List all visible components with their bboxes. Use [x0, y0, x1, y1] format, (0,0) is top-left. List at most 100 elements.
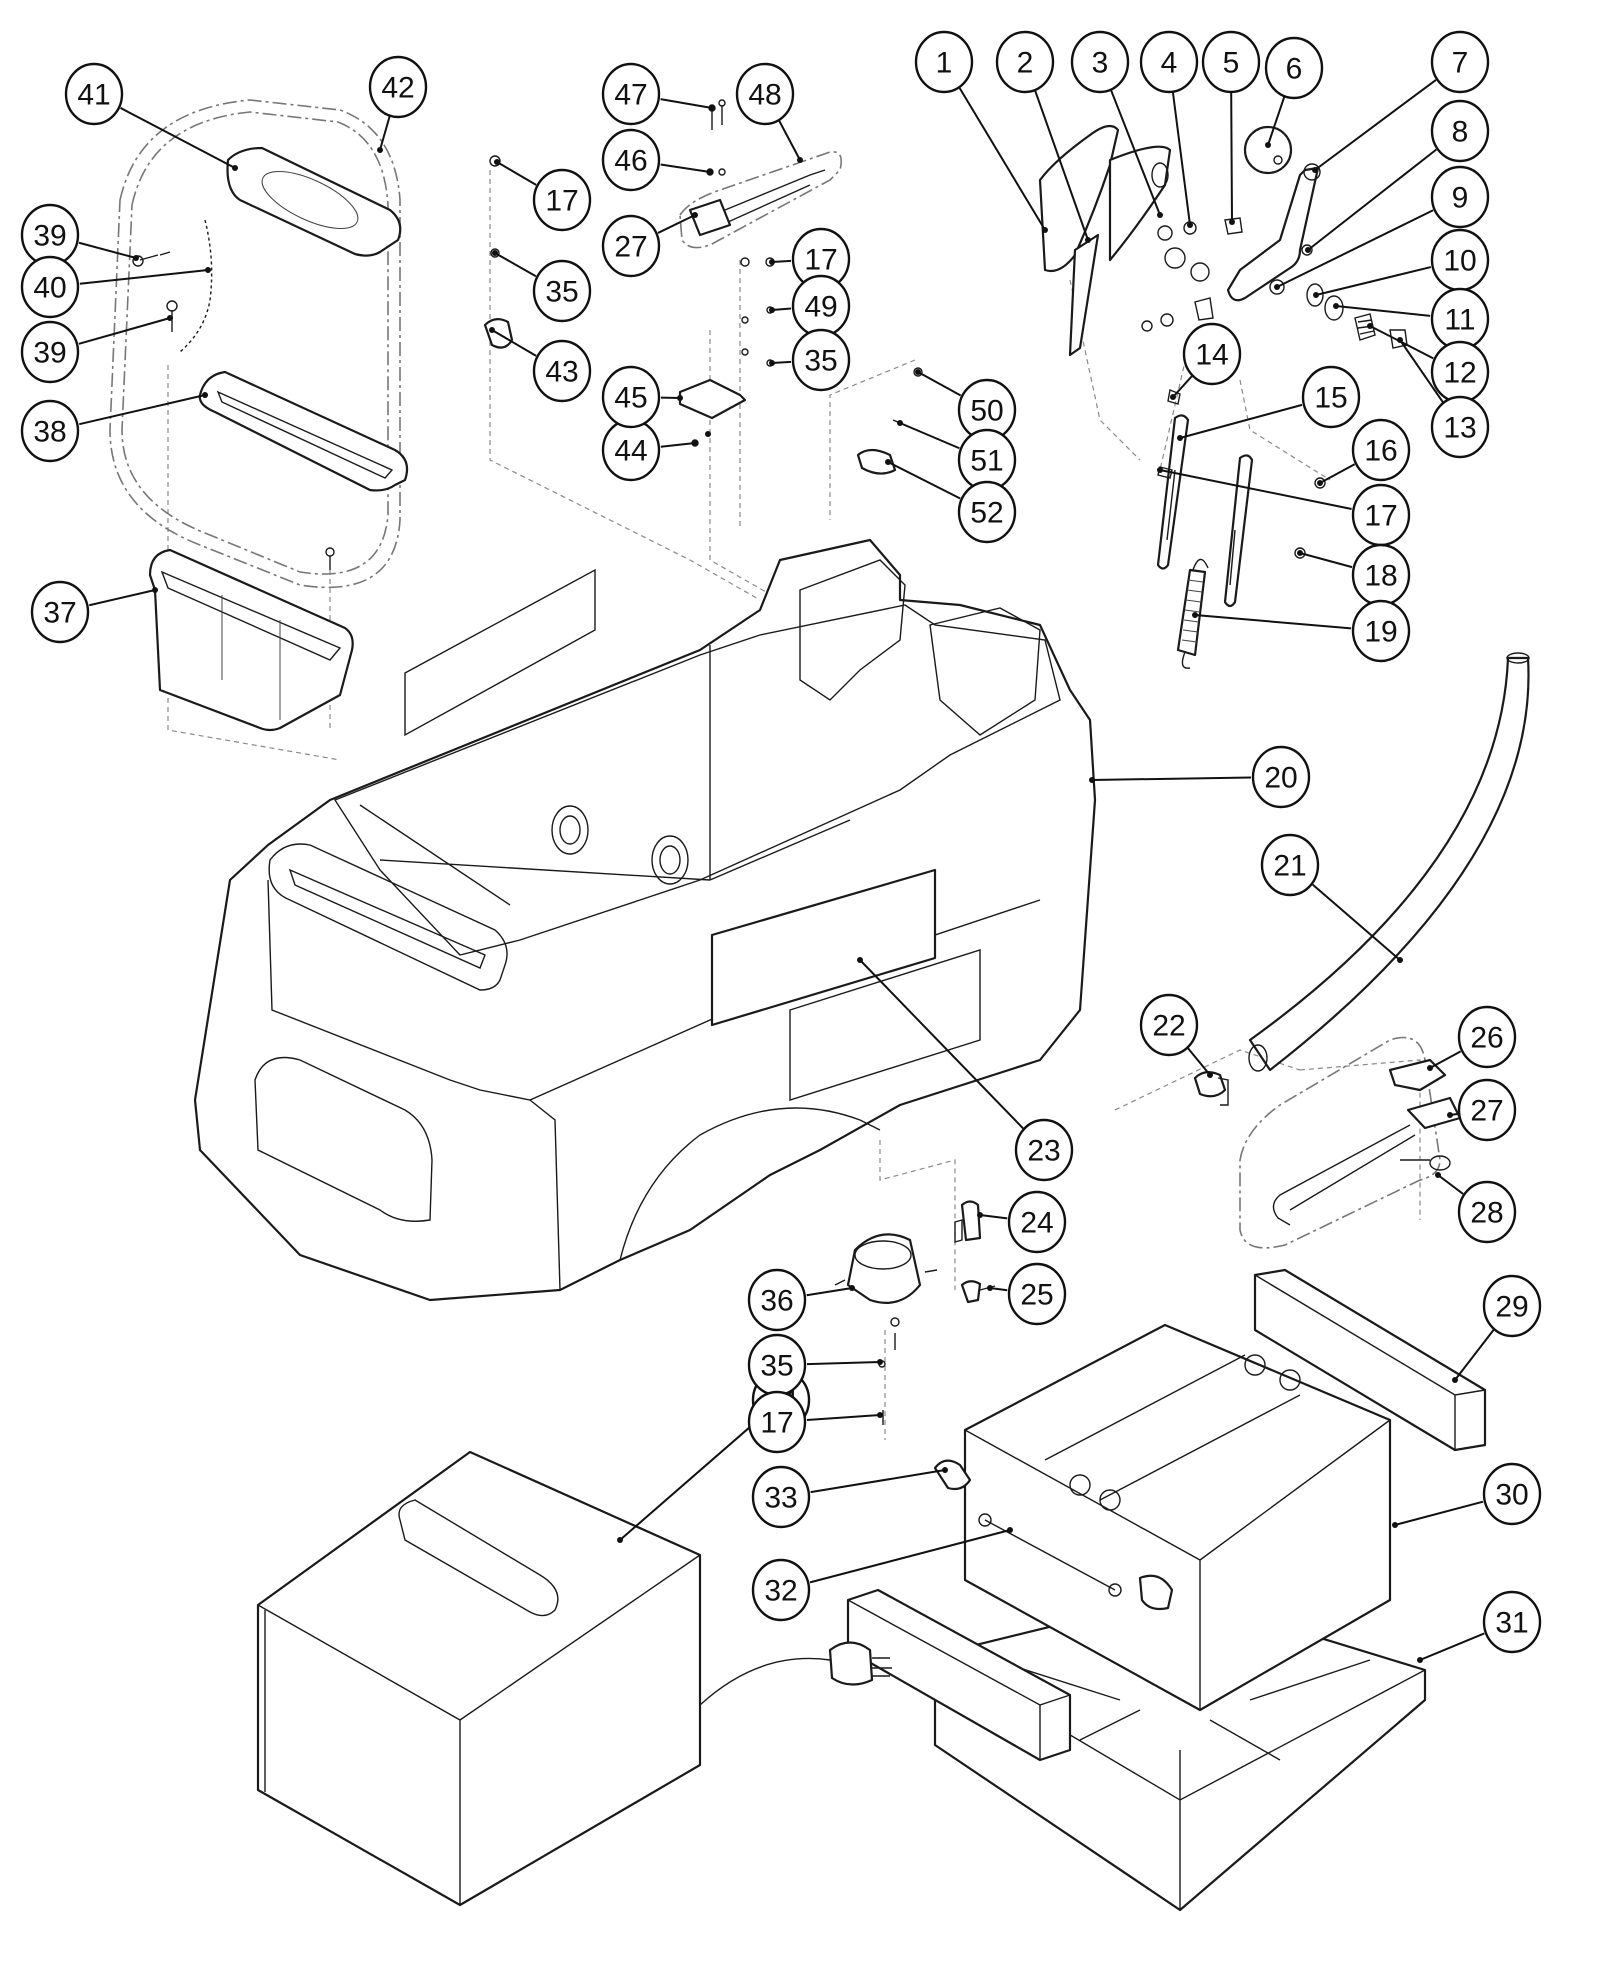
- callout-leader-line: [660, 98, 713, 109]
- callout-target-dot: [692, 212, 698, 218]
- callout-bubble: [601, 62, 661, 126]
- callout-leader-line: [1267, 96, 1286, 146]
- bolt-part: [711, 105, 723, 130]
- callout-bubble: [735, 62, 795, 126]
- callout-target-dot: [1447, 1112, 1453, 1118]
- callout-leader-line: [1437, 1174, 1464, 1195]
- callout-c50: 50: [915, 369, 1017, 442]
- elbow-fitting-part: [960, 1280, 982, 1304]
- callout-c19: 19: [1192, 599, 1411, 663]
- callout-target-dot: [677, 395, 683, 401]
- callout-number: 35: [545, 276, 578, 309]
- callout-bubble: [368, 55, 428, 119]
- battery-part: [963, 1323, 1392, 1712]
- callout-bubble: [1007, 1190, 1067, 1254]
- callout-leader-line: [1429, 1050, 1462, 1069]
- callout-target-dot: [1312, 167, 1318, 173]
- callout-target-dot: [232, 165, 238, 171]
- callout-c31: 31: [1417, 1590, 1542, 1663]
- callout-leader-line: [917, 371, 962, 397]
- callout-c46: 46: [601, 128, 713, 192]
- callout-c39b: 39: [20, 315, 173, 384]
- wire-harness-assembly: [1239, 1036, 1462, 1249]
- callout-leader-line: [1230, 91, 1233, 223]
- pump-assembly: [834, 1200, 996, 1425]
- callout-target-dot: [1187, 222, 1193, 228]
- callout-c35b: 35: [492, 250, 592, 323]
- callout-c24: 24: [977, 1190, 1067, 1254]
- callout-c15: 15: [1177, 365, 1361, 441]
- callout-target-dot: [942, 1467, 948, 1473]
- callout-leader-line: [1034, 89, 1089, 241]
- callout-leader-line: [1419, 1632, 1485, 1661]
- callout-target-dot: [769, 307, 775, 313]
- callout-number: 24: [1020, 1207, 1053, 1240]
- callout-bubble: [1430, 395, 1490, 459]
- callout-number: 17: [545, 185, 578, 218]
- callout-c35a: 35: [747, 1333, 883, 1397]
- callout-target-dot: [377, 147, 383, 153]
- callout-leader-line: [1307, 148, 1437, 251]
- callout-leader-line: [89, 589, 156, 607]
- callout-bubble: [1351, 599, 1411, 663]
- callout-leader-line: [771, 307, 792, 311]
- callout-target-dot: [797, 157, 803, 163]
- callout-leader-line: [1171, 91, 1191, 226]
- callout-target-dot: [857, 957, 863, 963]
- callout-leader-line: [1194, 614, 1352, 630]
- callout-number: 29: [1495, 1291, 1528, 1324]
- callout-target-dot: [1007, 1527, 1013, 1533]
- charger-part: [256, 1450, 702, 1907]
- callout-bubble: [791, 328, 851, 392]
- callout-c32: 32: [751, 1527, 1013, 1622]
- callout-leader-line: [1454, 1329, 1495, 1381]
- callout-bubble: [995, 30, 1055, 94]
- callout-c4: 4: [1139, 30, 1199, 228]
- callout-leader-line: [899, 422, 960, 450]
- callout-leader-line: [1319, 463, 1356, 484]
- callout-leader-line: [809, 1529, 1011, 1584]
- callout-leader-line: [979, 1214, 1008, 1220]
- callout-c22: 22: [1139, 993, 1213, 1078]
- callout-leader-line: [496, 161, 537, 186]
- gasket-ring-part: [198, 370, 409, 492]
- callout-number: 41: [77, 79, 110, 112]
- callout-number: 1: [936, 47, 953, 80]
- connector-part: [688, 198, 732, 237]
- callout-bubble: [532, 339, 592, 403]
- callout-target-dot: [987, 1285, 993, 1291]
- callout-target-dot: [885, 459, 891, 465]
- callout-bubble: [1457, 1078, 1517, 1142]
- callout-number: 11: [1444, 304, 1475, 337]
- callout-target-dot: [1313, 292, 1319, 298]
- callout-number: 50: [970, 395, 1003, 428]
- callout-c35c: 35: [769, 328, 851, 392]
- callout-number: 20: [1264, 762, 1297, 795]
- callout-target-dot: [1297, 550, 1303, 556]
- callout-target-dot: [152, 587, 158, 593]
- callout-bubble: [1182, 322, 1242, 386]
- spacer-block-part: [1253, 1268, 1487, 1452]
- callout-number: 23: [1027, 1135, 1060, 1168]
- callout-c49: 49: [769, 274, 851, 338]
- callout-number: 17: [1364, 500, 1397, 533]
- callout-bubble: [1457, 1180, 1517, 1244]
- callout-number: 31: [1495, 1607, 1528, 1640]
- callout-bubble: [1482, 1462, 1542, 1526]
- callout-bubble: [1139, 30, 1199, 94]
- callout-number: 47: [614, 79, 647, 112]
- callout-bubble: [20, 399, 80, 463]
- callout-leader-line: [657, 214, 696, 234]
- label-plate-part: [710, 868, 937, 1027]
- callout-bubble: [1457, 1005, 1517, 1069]
- callout-bubble: [747, 1390, 807, 1454]
- callout-leader-line: [78, 241, 137, 259]
- callout-number: 27: [1470, 1095, 1503, 1128]
- callout-target-dot: [1392, 1522, 1398, 1528]
- callout-bubble: [30, 580, 90, 644]
- charger-handle: [398, 1499, 559, 1617]
- callout-leader-line: [1159, 469, 1352, 510]
- callout-leader-line: [1172, 375, 1193, 398]
- hose-part: [1248, 656, 1530, 1072]
- callout-leader-line: [771, 360, 792, 364]
